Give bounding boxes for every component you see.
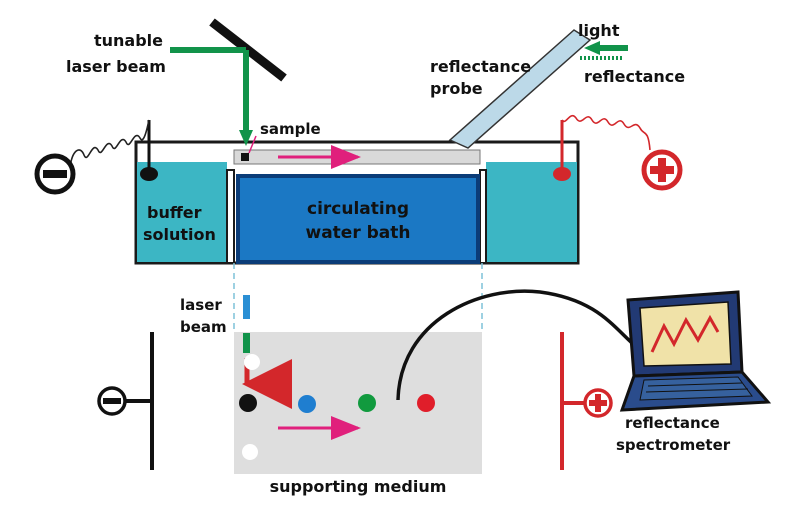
cathode-wire [69, 119, 150, 169]
spot-green [358, 394, 376, 412]
tank-outline [134, 140, 580, 265]
label-circulating: circulating [307, 199, 409, 219]
light-arrowhead [584, 41, 600, 55]
label-reflectance-probe-2: probe [430, 79, 483, 98]
laser-beam-arrowhead [239, 130, 253, 146]
label-spectrometer-1: reflectance [625, 414, 720, 432]
label-reflectance-probe-1: reflectance [430, 57, 531, 76]
label-reflectance: reflectance [584, 67, 685, 86]
anode-bulb [553, 167, 571, 181]
label-supporting-medium: supporting medium [270, 477, 447, 496]
label-laser-beam-top: laser beam [66, 57, 166, 76]
reflectance-probe [448, 29, 592, 149]
spot-blue [298, 395, 316, 413]
empty-spot-top [244, 354, 260, 370]
anode-wire [561, 114, 651, 151]
minus-circle-icon [97, 386, 127, 416]
label-beam: beam [180, 318, 227, 336]
spot-black [239, 394, 257, 412]
label-laser: laser [180, 296, 222, 314]
water-bath [236, 174, 480, 264]
plus-circle-icon [641, 149, 683, 191]
sample-spot [241, 153, 249, 161]
label-spectrometer-2: spectrometer [616, 436, 731, 454]
spot-red [417, 394, 435, 412]
cathode-bulb [140, 167, 158, 181]
label-sample: sample [260, 120, 321, 138]
platform-wall [226, 169, 235, 262]
label-solution: solution [143, 225, 216, 244]
laser-beam-blue [243, 295, 250, 319]
label-light: light [578, 21, 620, 40]
platform-wall [479, 169, 487, 262]
label-buffer: buffer [147, 203, 202, 222]
laptop-icon [619, 290, 772, 412]
empty-spot-bottom [242, 444, 258, 460]
minus-circle-icon [34, 153, 76, 195]
laser-beam-green [243, 333, 250, 353]
label-tunable: tunable [94, 31, 163, 50]
plus-circle-icon [583, 388, 613, 418]
sample-pointer [248, 135, 257, 154]
label-water-bath: water bath [305, 223, 410, 243]
fiber-cable [396, 289, 642, 401]
